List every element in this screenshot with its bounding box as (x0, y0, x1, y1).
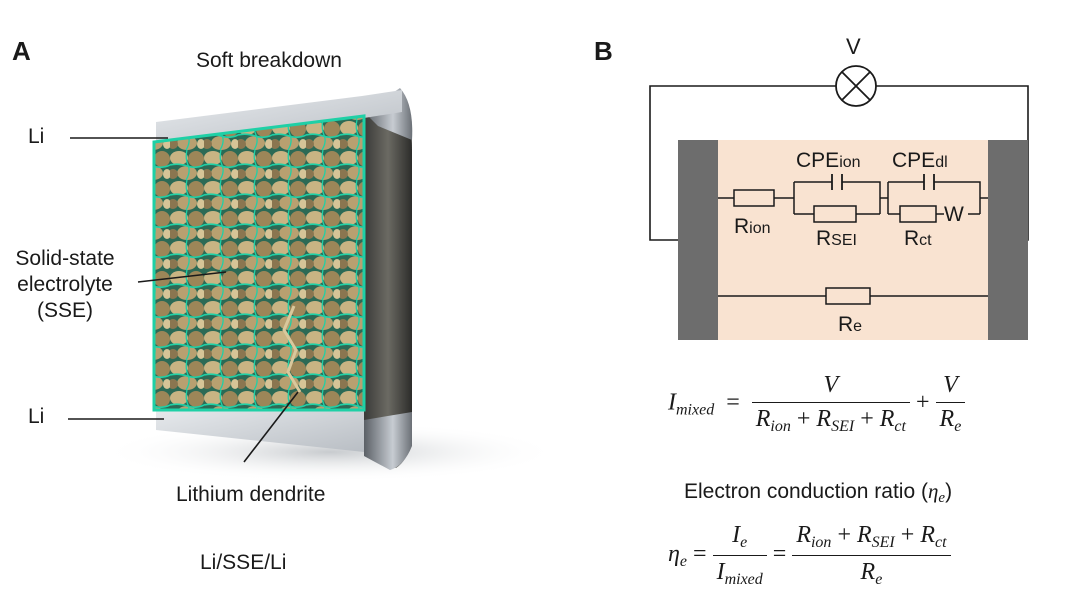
ratio-text: Electron conduction ratio ( (684, 480, 928, 503)
panel-a-title: Soft breakdown (196, 49, 342, 72)
eq2-num2-a: R (796, 522, 811, 548)
bottom-cap (364, 412, 412, 470)
r-ct-resistor (899, 205, 937, 223)
sse-label-line-3: (SSE) (36, 299, 93, 322)
eq1-fraction-1: V Rion + RSEI + Rct (751, 372, 910, 436)
r-sei-label: RSEI (816, 226, 857, 254)
right-electrode (988, 140, 1028, 340)
sse-label-line-1: Solid-state (15, 247, 115, 270)
eq2-num1-i: I (732, 522, 741, 548)
panel-a-caption: Li/SSE/Li (200, 551, 287, 574)
eq1-den1-a: R (755, 406, 771, 432)
cpe-ion-base: CPE (796, 149, 840, 172)
r-ion-sub: ion (749, 220, 771, 237)
ratio-symbol-sub: e (938, 490, 946, 506)
eq2-num2-c: R (920, 522, 935, 548)
equation-mixed-current: Imixed = V Rion + RSEI + Rct + V Re (668, 372, 966, 436)
cell-shadow (100, 422, 560, 482)
r-ion-base: R (734, 215, 750, 238)
eq1-den1: Rion + RSEI + Rct (751, 402, 910, 436)
eq2-den2: Re (792, 555, 951, 589)
cpe-dl-label: CPEdl (892, 148, 948, 176)
eq1-equals: = (720, 389, 746, 416)
eq2-lhs-sub: e (679, 553, 688, 571)
panel-a-letter: A (12, 36, 31, 66)
dendrite-label: Lithium dendrite (176, 483, 326, 506)
eq2-num1: Ie (713, 522, 767, 555)
dendrite-leader (243, 391, 299, 463)
panel-b-letter: B (594, 36, 613, 66)
eq2-equals-2: = (772, 541, 793, 568)
eq1-plus: + (915, 389, 936, 416)
li-bottom-slab (156, 404, 364, 452)
eq2-num2-c-sub: ct (934, 534, 947, 551)
lithium-dendrite (282, 305, 302, 393)
eq1-den1-b-sub: SEI (831, 418, 855, 435)
cpe-dl-base: CPE (892, 149, 936, 172)
r-e-label: Re (838, 312, 862, 340)
equation-conduction-ratio: ηe = Ie Imixed = Rion + RSEI + Rct Re (668, 522, 951, 589)
eq1-den1-c-sub: ct (894, 418, 906, 435)
cpe-dl-sub: dl (935, 154, 948, 171)
eq2-fraction-1: Ie Imixed (712, 522, 767, 589)
sse-face (152, 114, 366, 412)
li-top-slab (156, 90, 402, 144)
sse-label-line-2: electrolyte (17, 273, 113, 296)
eq1-fraction-2: V Re (935, 372, 966, 436)
r-sei-base: R (816, 227, 832, 250)
r-ct-base: R (904, 227, 920, 250)
left-electrode (678, 140, 718, 340)
ratio-symbol: η (927, 479, 939, 503)
eq1-den1-c: R (879, 406, 895, 432)
eq1-den2-sub: e (954, 418, 962, 435)
eq2-num2: Rion + RSEI + Rct (796, 522, 947, 551)
warburg-label: W (944, 203, 964, 226)
eq2-den1-i: I (716, 559, 725, 585)
sse-label: Solid-state electrolyte (SSE) (4, 246, 126, 324)
cpe-ion-label: CPEion (796, 148, 861, 176)
eq1-den2-r: R (939, 406, 955, 432)
eq2-num1-sub: e (740, 534, 748, 551)
eq2-den1-sub: mixed (724, 571, 763, 588)
li-bottom-label: Li (28, 405, 45, 428)
eq2-lhs: η (668, 541, 680, 568)
r-ion-label: Rion (734, 214, 771, 242)
voltmeter-label: V (846, 34, 861, 59)
eq2-den2-sub: e (875, 571, 883, 588)
r-e-base: R (838, 313, 854, 336)
li-top-label: Li (28, 125, 45, 148)
eq1-den1-b: R (816, 406, 832, 432)
cell-side (364, 98, 412, 468)
eq2-num2-a-sub: ion (810, 534, 832, 551)
r-sei-resistor (813, 205, 857, 223)
eq2-equals-1: = (693, 541, 713, 568)
eq2-den2-r: R (860, 559, 876, 585)
r-e-sub: e (853, 318, 863, 335)
voltmeter-cross-b (841, 71, 871, 101)
eq2-num2-b: R (856, 522, 872, 548)
eq1-num1: V (823, 372, 839, 398)
parallel-block-1 (793, 181, 881, 215)
parallel-block-2 (887, 181, 981, 215)
eq1-den1-a-sub: ion (770, 418, 791, 435)
cell-background (678, 140, 1028, 340)
electron-conduction-ratio-text: Electron conduction ratio (ηe) (684, 478, 952, 511)
r-ct-label: Rct (904, 226, 932, 254)
ratio-close: ) (945, 480, 953, 503)
cpe-ion-sub: ion (839, 154, 861, 171)
eq1-num2: V (943, 372, 958, 398)
r-sei-sub: SEI (831, 232, 857, 249)
eq1-den2: Re (935, 402, 966, 436)
eq2-num2-b-sub: SEI (871, 534, 895, 551)
r-ct-sub: ct (919, 232, 932, 249)
eq1-lhs-sub: mixed (676, 401, 715, 419)
eq2-fraction-2: Rion + RSEI + Rct Re (792, 522, 951, 589)
eq2-den1: Imixed (712, 555, 767, 589)
sse-leader (137, 271, 227, 283)
eq1-lhs: I (668, 389, 676, 416)
